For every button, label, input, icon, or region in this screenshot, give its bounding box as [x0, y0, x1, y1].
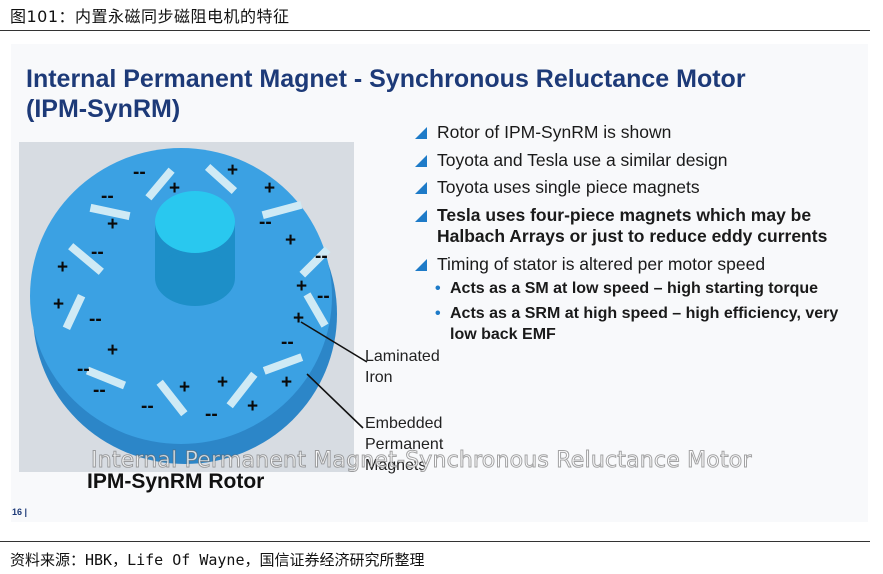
source-note: 资料来源：HBK，Life Of Wayne，国信证券经济研究所整理: [10, 551, 425, 569]
rotor-caption: IPM-SynRM Rotor: [87, 470, 265, 493]
sub-bullet-item: • Acts as a SM at low speed – high starti…: [413, 278, 863, 299]
bullet-item: Timing of stator is altered per motor sp…: [413, 254, 863, 276]
plus-sign: +: [285, 230, 296, 251]
laminated-label-line2: Iron: [365, 369, 393, 386]
magnet: [262, 353, 304, 375]
minus-sign: --: [101, 186, 114, 207]
embedded-label-line1: Embedded: [365, 415, 443, 432]
magnet: [261, 200, 303, 220]
slide: Internal Permanent Magnet - Synchronous …: [11, 44, 868, 522]
magnet: [89, 203, 131, 221]
triangle-bullet-icon: [415, 154, 427, 167]
plus-sign: +: [281, 372, 292, 393]
laminated-leader: [300, 321, 368, 363]
bullet-list: Rotor of IPM-SynRM is shown Toyota and T…: [413, 122, 863, 349]
top-rule: [0, 30, 870, 31]
shaft-top: [155, 191, 235, 253]
minus-sign: --: [281, 332, 294, 353]
magnets-leader: [306, 373, 364, 429]
page-number-text: 16: [12, 507, 23, 517]
embedded-magnets-label: Embedded Permanent Magnets: [365, 413, 443, 476]
laminated-label-line1: Laminated: [365, 348, 440, 365]
dot-bullet-icon: •: [435, 280, 441, 297]
minus-sign: --: [93, 380, 106, 401]
minus-sign: --: [141, 396, 154, 417]
plus-sign: +: [293, 308, 304, 329]
plus-sign: +: [227, 160, 238, 181]
sub-bullet-item: • Acts as a SRM at high speed – high effi…: [413, 303, 863, 345]
bullet-item: Toyota and Tesla use a similar design: [413, 150, 863, 172]
triangle-bullet-icon: [415, 127, 427, 139]
minus-sign: --: [205, 404, 218, 425]
plus-sign: +: [107, 340, 118, 361]
figure-caption: 图101：内置永磁同步磁阻电机的特征: [10, 7, 290, 26]
rotor-magnets: [62, 163, 331, 417]
plus-sign: +: [296, 276, 307, 297]
rotor-illustration: -- + + + -- + -- + -- + -- -- + -- + + +…: [19, 142, 354, 472]
bullet-item: Tesla uses four-piece magnets which may …: [413, 205, 863, 248]
magnet: [156, 379, 188, 417]
plus-sign: +: [107, 214, 118, 235]
triangle-bullet-icon: [415, 182, 427, 194]
bullet-item: Toyota uses single piece magnets: [413, 177, 863, 199]
plus-sign: +: [169, 178, 180, 199]
plus-sign: +: [57, 257, 68, 278]
dot-bullet-icon: •: [435, 305, 441, 322]
minus-sign: --: [259, 212, 272, 233]
magnet: [85, 366, 127, 390]
label-leaders: [300, 321, 368, 429]
minus-sign: --: [317, 286, 330, 307]
plus-sign: +: [179, 377, 190, 398]
bottom-rule: [0, 541, 870, 542]
video-subtitle-watermark: Internal Permanent Magnet-Synchronous Re…: [91, 448, 753, 474]
sub-bullet-text: Acts as a SRM at high speed – high effic…: [450, 305, 839, 343]
bullet-text: Toyota and Tesla use a similar design: [437, 149, 728, 170]
embedded-label-line2: Permanent: [365, 436, 444, 453]
magnet: [303, 292, 329, 328]
embedded-label-line3: Magnets: [365, 457, 427, 474]
slide-title-line2: (IPM-SynRM): [26, 95, 181, 123]
bullet-text: Tesla uses four-piece magnets which may …: [437, 204, 828, 247]
plus-sign: +: [217, 372, 228, 393]
minus-sign: --: [133, 162, 146, 183]
minus-sign: --: [77, 359, 90, 380]
magnet: [62, 293, 86, 331]
bullet-text: Timing of stator is altered per motor sp…: [437, 253, 766, 274]
plus-sign: +: [53, 294, 64, 315]
pole-signs: -- + + + -- + -- + -- + -- -- + -- + + +…: [53, 160, 330, 425]
magnet: [145, 167, 175, 201]
plus-sign: +: [247, 396, 258, 417]
slide-page-number: 16 |: [12, 507, 28, 517]
sub-bullet-text: Acts as a SM at low speed – high startin…: [450, 280, 819, 297]
laminated-iron-label: Laminated Iron: [365, 346, 440, 388]
magnet: [68, 243, 104, 275]
bullet-text: Toyota uses single piece magnets: [437, 177, 700, 197]
magnet: [204, 163, 238, 195]
magnet: [226, 371, 258, 409]
minus-sign: --: [315, 246, 328, 267]
slide-title: Internal Permanent Magnet - Synchronous …: [26, 64, 826, 124]
magnet: [299, 246, 331, 278]
minus-sign: --: [91, 242, 104, 263]
triangle-bullet-icon: [415, 209, 427, 222]
minus-sign: --: [89, 309, 102, 330]
rotor-shaft: [155, 191, 235, 306]
triangle-bullet-icon: [415, 258, 427, 271]
slide-title-line1: Internal Permanent Magnet - Synchronous …: [26, 65, 746, 93]
bullet-item: Rotor of IPM-SynRM is shown: [413, 122, 863, 144]
plus-sign: +: [264, 178, 275, 199]
shaft-bottom: [155, 250, 235, 306]
bullet-text: Rotor of IPM-SynRM is shown: [437, 122, 672, 142]
